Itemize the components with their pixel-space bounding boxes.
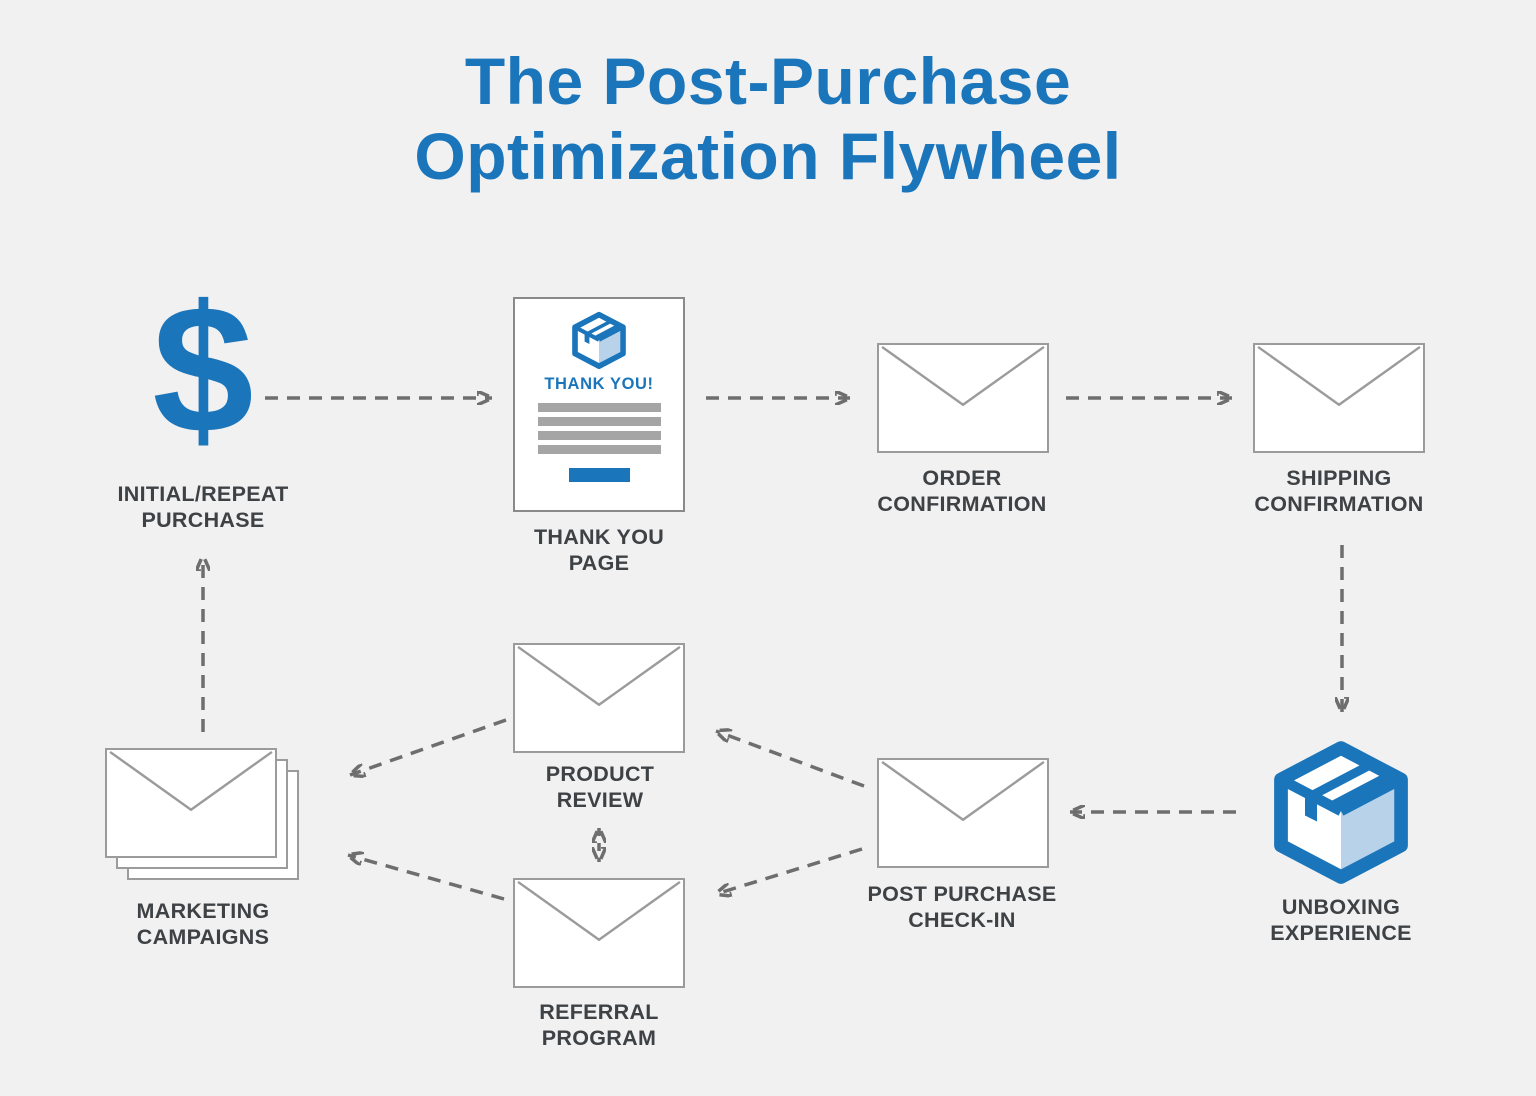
envelope-icon (877, 758, 1049, 868)
envelope-flap (1257, 345, 1421, 407)
label-marketing-campaigns: MARKETING CAMPAIGNS (136, 899, 270, 950)
text-line-bar (537, 431, 661, 440)
page-title: The Post-Purchase Optimization Flywheel (0, 44, 1536, 193)
envelope-icon (513, 643, 685, 753)
label-thank-you-page: THANK YOU PAGE (533, 525, 665, 576)
label-referral-program: REFERRAL PROGRAM (539, 1000, 659, 1051)
text-line-bar (537, 417, 661, 426)
envelope-icon (877, 343, 1049, 453)
text-line-bar (537, 445, 661, 454)
placeholder-text-lines (537, 403, 661, 454)
label-unboxing-experience: UNBOXING EXPERIENCE (1270, 895, 1412, 946)
envelope-icon (105, 748, 277, 858)
envelope-flap (109, 750, 273, 812)
dollar-icon: $ (152, 267, 254, 471)
package-box-icon (1274, 741, 1408, 884)
thank-you-page-card: THANK YOU! (513, 297, 685, 512)
envelope-flap (517, 880, 681, 942)
envelope-flap (517, 645, 681, 707)
label-order-confirmation: ORDER CONFIRMATION (877, 466, 1047, 517)
envelope-flap (881, 345, 1045, 407)
page-title-line2: Optimization Flywheel (414, 118, 1122, 193)
envelope-icon (513, 878, 685, 988)
label-product-review: PRODUCT REVIEW (545, 762, 655, 813)
arrow-referral-to-marketing (348, 855, 505, 901)
label-initial-repeat-purchase: INITIAL/REPEAT PURCHASE (117, 482, 289, 533)
envelope-icon (1253, 343, 1425, 453)
cta-button-bar (568, 468, 630, 482)
page-title-line1: The Post-Purchase (464, 44, 1072, 118)
label-post-purchase-check-in: POST PURCHASE CHECK-IN (867, 882, 1057, 933)
thank-you-heading: THANK YOU! (544, 375, 654, 393)
envelope-flap (881, 760, 1045, 822)
text-line-bar (537, 403, 661, 412)
package-box-icon (572, 311, 626, 369)
label-shipping-confirmation: SHIPPING CONFIRMATION (1254, 466, 1424, 517)
